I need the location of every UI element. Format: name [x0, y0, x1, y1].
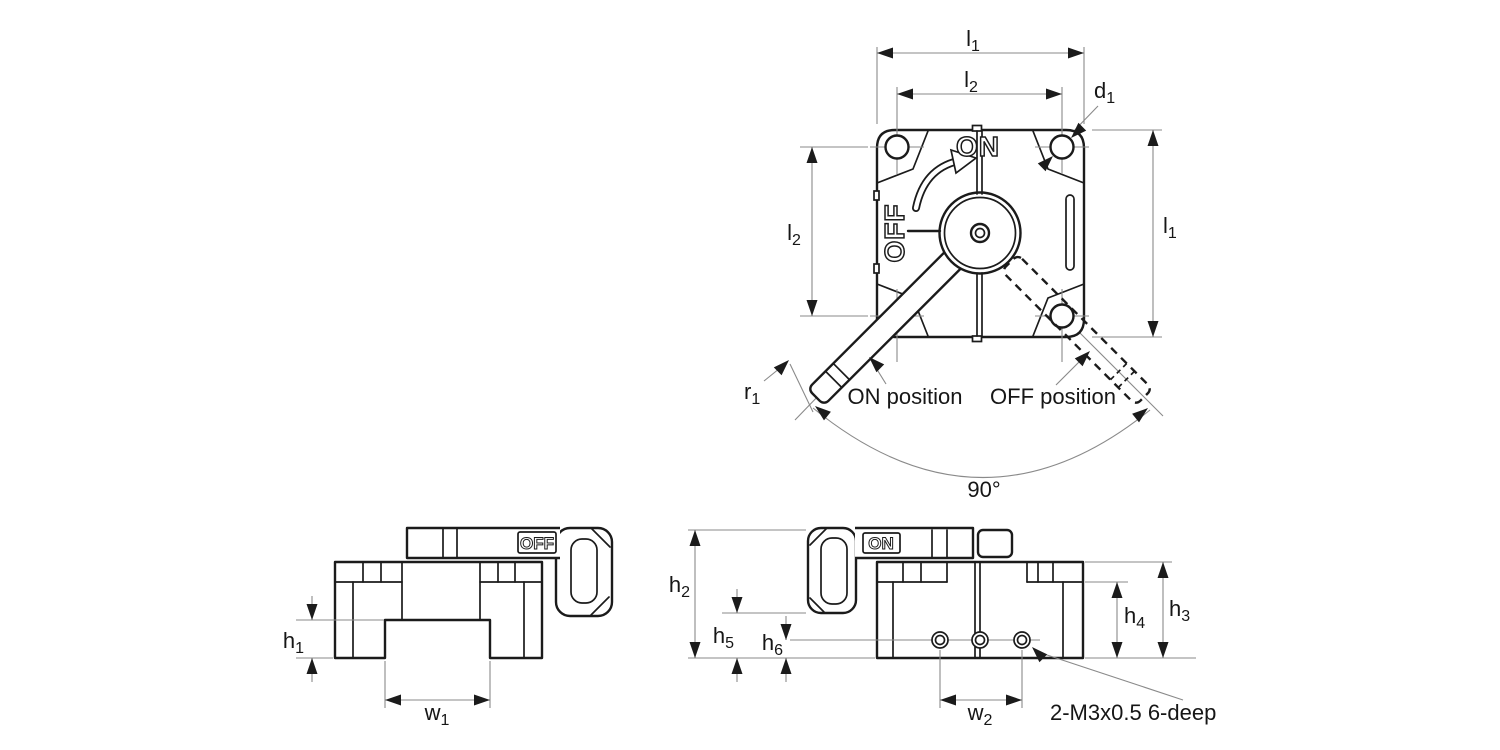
dim-label-r1: r1 [744, 379, 760, 408]
off-flag-label: OFF [520, 534, 554, 553]
on-lever-arm: ON [806, 526, 1014, 615]
mount-hole-top-right [1049, 134, 1075, 160]
dim-label-h5: h5 [713, 623, 734, 652]
off-position-label: OFF position [990, 384, 1116, 409]
dim-label-w2: w2 [967, 700, 993, 729]
angle-90-label: 90° [967, 477, 1000, 502]
dim-label-d1-hole: d1 [1094, 78, 1115, 107]
dim-d1: d1 [1037, 78, 1115, 172]
dim-label-w1: w1 [424, 700, 450, 729]
dim-l1-top: l1 [876, 26, 1085, 124]
on-handle-slot [820, 537, 848, 605]
side-slot [1065, 194, 1075, 271]
dim-h4: h4 [1085, 581, 1145, 658]
dim-r1: r1 [744, 356, 793, 408]
thread-holes [931, 631, 1031, 649]
dim-h3: h3 [1085, 561, 1196, 659]
dim-label-h4: h4 [1124, 603, 1145, 632]
dim-label-l1-width: l1 [966, 26, 980, 55]
dim-label-h2: h2 [669, 572, 690, 601]
dim-w2: w2 [939, 650, 1023, 729]
dim-l2-left: l2 [787, 146, 868, 317]
dim-label-h3: h3 [1169, 596, 1190, 625]
off-arm-bar [405, 526, 560, 560]
rotation-arrow-icon [912, 148, 978, 212]
dim-w1: w1 [384, 661, 491, 729]
callout-thread-note: 2-M3x0.5 6-deep [1028, 643, 1216, 725]
dim-l2-top: l2 [896, 67, 1063, 133]
on-flag-label: ON [868, 534, 894, 553]
dim-label-l2-height: l2 [787, 220, 801, 249]
index-marks [906, 130, 983, 337]
on-arm-bar [855, 526, 975, 560]
on-position-label: ON position [848, 384, 963, 409]
knob [938, 191, 1022, 275]
chamfer-top-left [876, 130, 929, 184]
off-handle-slot [570, 538, 598, 604]
dim-label-l1-height: l1 [1163, 213, 1177, 242]
off-lever-arm: OFF [405, 526, 614, 618]
dim-label-l2-width: l2 [964, 67, 978, 96]
dim-90deg-arc: 90° [789, 363, 1152, 502]
on-flag-box [862, 532, 901, 554]
chamfer-bottom-right [1032, 283, 1085, 337]
thread-note-label: 2-M3x0.5 6-deep [1050, 700, 1216, 725]
left-edge-notch-upper [873, 190, 880, 201]
on-body [790, 560, 1085, 660]
dim-label-h1: h1 [283, 628, 304, 657]
dim-label-h6: h6 [762, 630, 783, 659]
mount-hole-bottom-right [1049, 303, 1075, 329]
off-engraving: OFF [879, 204, 910, 263]
mount-hole-top-left [884, 134, 910, 160]
callout-off-position: OFF position [990, 347, 1116, 409]
fixed-half-tab [976, 528, 1014, 559]
top-view: ON OFF l1 l2 d1 l2 [744, 26, 1177, 502]
dim-h6: h6 [762, 616, 792, 682]
on-engraving: ON [956, 131, 1000, 162]
left-edge-notch-lower [873, 263, 880, 274]
off-flag-box [517, 531, 557, 554]
chamfer-top-right [1032, 130, 1085, 184]
side-view-on-position: ON [669, 526, 1216, 729]
off-body [333, 560, 544, 660]
dim-h5: h5 [713, 589, 806, 682]
lever-off-dashed [1002, 255, 1151, 404]
dim-h1: h1 [283, 596, 384, 682]
dim-h2: h2 [669, 529, 875, 659]
side-view-off-position: OFF h1 w1 [283, 526, 614, 729]
callout-on-position: ON position [848, 353, 963, 409]
dim-l1-right: l1 [1092, 129, 1177, 338]
